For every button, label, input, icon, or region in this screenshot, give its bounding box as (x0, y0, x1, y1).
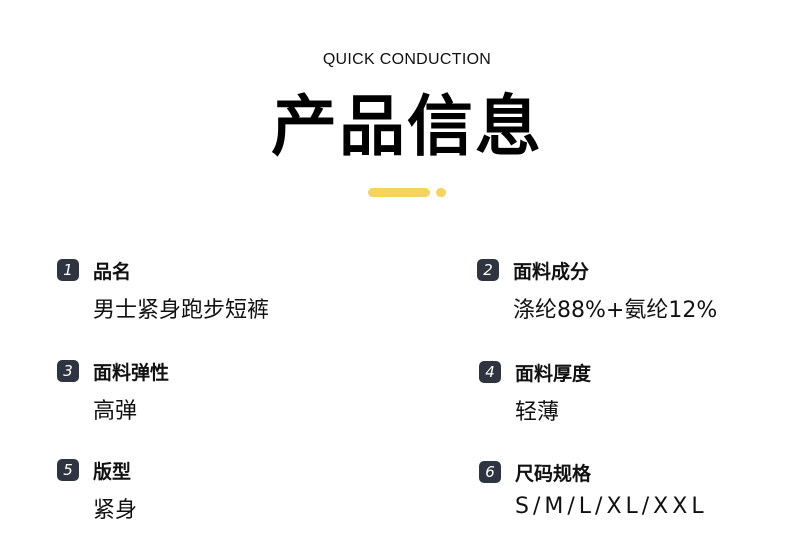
number-badge: 2 (477, 259, 499, 281)
spec-label: 面料成分 (513, 260, 590, 283)
page-subtitle: QUICK CONDUCTION (322, 51, 492, 68)
spec-value: 高弹 (93, 399, 138, 424)
page-title: 产品信息 (271, 88, 543, 165)
spec-value: 男士紧身跑步短裤 (93, 298, 270, 323)
spec-item-fit: 5 版型 紧身 (57, 458, 137, 524)
number-badge: 4 (479, 361, 501, 383)
spec-value: 涤纶88%+氨纶12% (513, 298, 718, 323)
number-badge: 3 (57, 360, 79, 382)
spec-item-fabric-elasticity: 3 面料弹性 高弹 (57, 359, 169, 425)
spec-label: 尺码规格 (515, 462, 592, 485)
title-underline-long (368, 188, 430, 197)
spec-label: 面料弹性 (93, 361, 170, 384)
spec-label: 版型 (93, 460, 132, 483)
spec-value: S/M/L/XL/XXL (515, 494, 708, 519)
spec-label: 面料厚度 (515, 362, 592, 385)
number-badge: 6 (479, 461, 501, 483)
spec-value: 紧身 (93, 498, 138, 523)
number-badge: 1 (57, 259, 79, 281)
spec-item-size-range: 6 尺码规格 S/M/L/XL/XXL (479, 460, 708, 519)
spec-item-product-name: 1 品名 男士紧身跑步短裤 (57, 258, 269, 324)
spec-item-fabric-composition: 2 面料成分 涤纶88%+氨纶12% (477, 258, 717, 324)
spec-item-fabric-thickness: 4 面料厚度 轻薄 (479, 360, 591, 426)
number-badge: 5 (57, 459, 79, 481)
spec-label: 品名 (93, 260, 132, 283)
spec-value: 轻薄 (515, 400, 560, 425)
title-underline-dot (436, 188, 446, 197)
